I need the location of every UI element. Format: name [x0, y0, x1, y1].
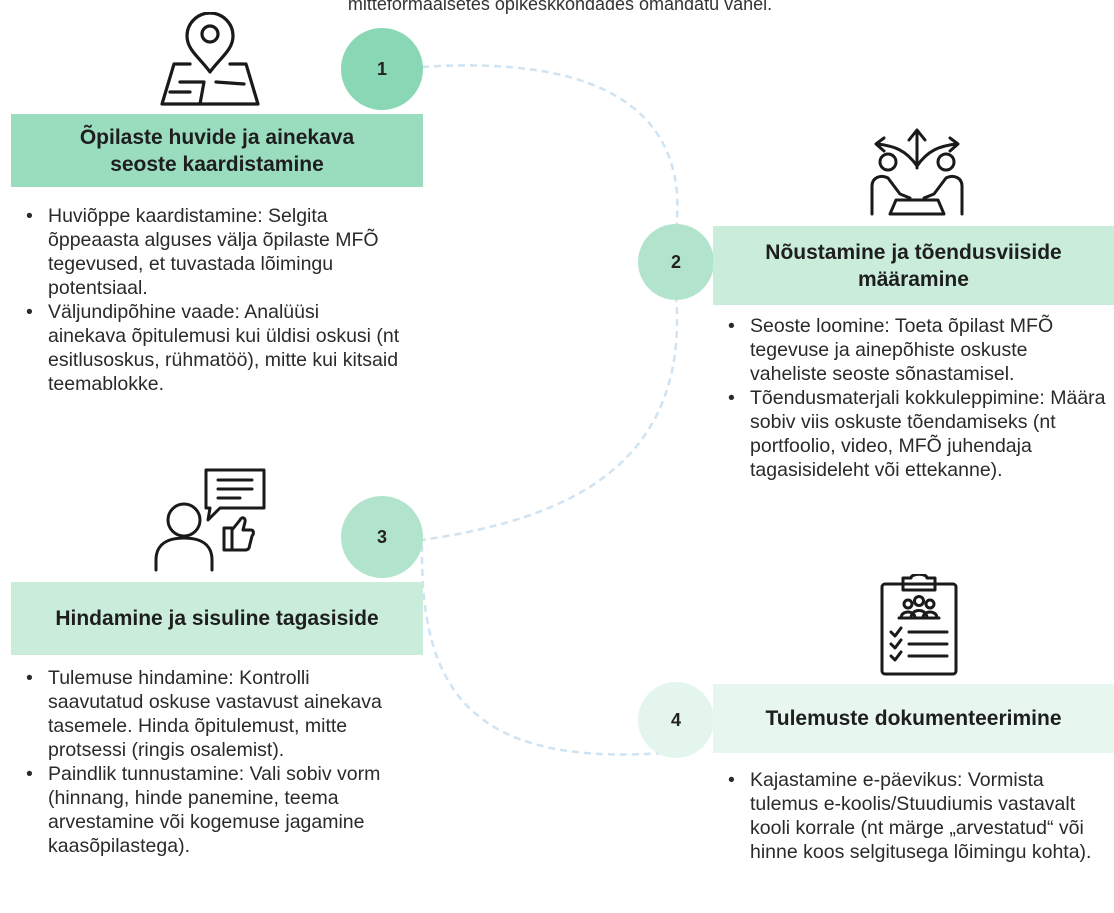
list-item: Tõendusmaterjali kokkuleppimine: Määra s… [724, 386, 1109, 482]
list-item: Väljundipõhine vaade: Analüüsi ainekava … [22, 300, 402, 396]
step-number-circle: 4 [638, 682, 714, 758]
step-number-circle: 1 [341, 28, 423, 110]
step-title-band: Tulemuste dokumenteerimine [713, 684, 1114, 753]
step-bullet-list: Seoste loomine: Toeta õpilast MFÕ tegevu… [724, 314, 1109, 482]
step-bullet-list: Tulemuse hindamine: Kontrolli saavutatud… [22, 666, 407, 858]
step-title-band: Hindamine ja sisuline tagasiside [11, 582, 423, 655]
step-title-band: Nõustamine ja tõendusviiside määramine [713, 226, 1114, 305]
step-number-circle: 3 [341, 496, 423, 578]
step-number: 2 [670, 251, 681, 272]
list-item: Huviõppe kaardistamine: Selgita õppeaast… [22, 204, 402, 300]
step-number: 3 [376, 526, 387, 547]
step-title: Hindamine ja sisuline tagasiside [55, 607, 379, 630]
step-number: 1 [376, 58, 387, 79]
list-item: Paindlik tunnustamine: Vali sobiv vorm (… [22, 762, 407, 858]
step-number-circle: 2 [638, 224, 714, 300]
clipboard-checklist-icon [879, 572, 959, 681]
list-item: Tulemuse hindamine: Kontrolli saavutatud… [22, 666, 407, 762]
map-pin-icon [160, 11, 260, 111]
step-bullet-list: Huviõppe kaardistamine: Selgita õppeaast… [22, 204, 402, 396]
discussion-arrows-icon [866, 118, 968, 225]
list-item: Kajastamine e-päevikus: Vormista tulemus… [724, 768, 1104, 864]
step-title: Õpilaste huvide ja ainekava seoste kaard… [79, 125, 355, 176]
list-item: Seoste loomine: Toeta õpilast MFÕ tegevu… [724, 314, 1109, 386]
step-title: Nõustamine ja tõendusviiside määramine [765, 240, 1062, 291]
step-number: 4 [670, 709, 681, 730]
step-bullet-list: Kajastamine e-päevikus: Vormista tulemus… [724, 768, 1104, 864]
intro-text: mitteformaalsetes õpikeskkondades omanda… [347, 0, 773, 14]
feedback-person-icon [154, 466, 270, 577]
step-title-band: Õpilaste huvide ja ainekava seoste kaard… [11, 114, 423, 187]
step-title: Tulemuste dokumenteerimine [765, 707, 1062, 730]
